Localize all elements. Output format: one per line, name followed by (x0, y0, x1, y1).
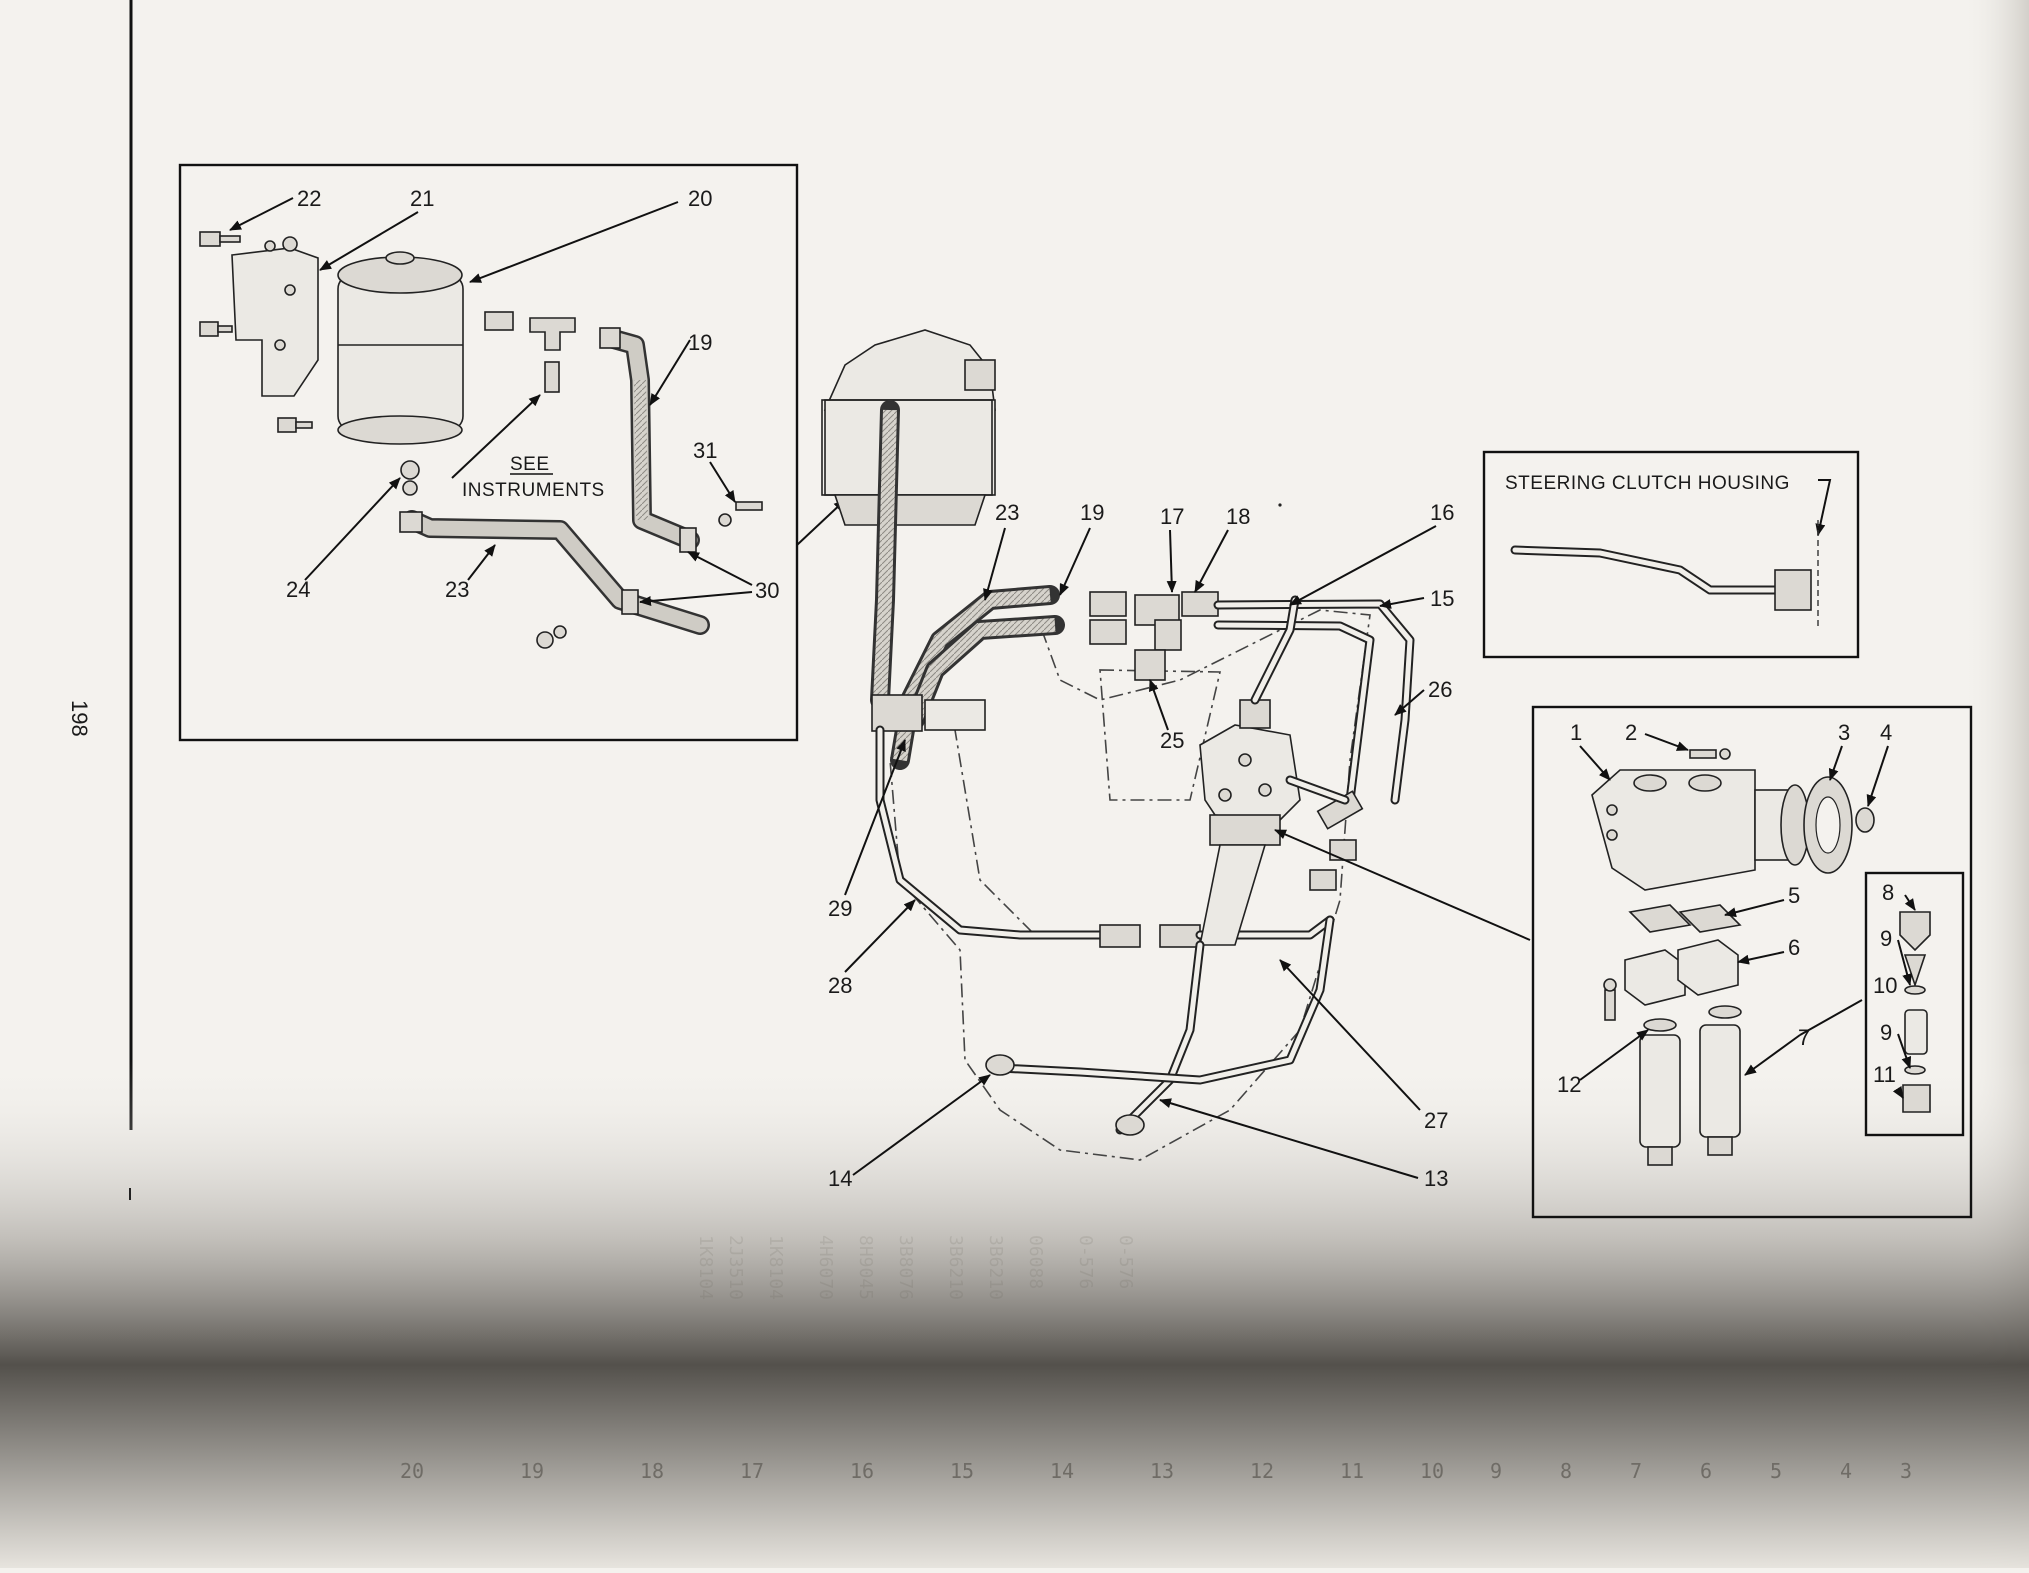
valve-panel-frame (1531, 705, 1973, 1219)
callout-22: 22 (297, 186, 321, 211)
bolt-head (199, 231, 221, 247)
callout-24: 24 (286, 577, 310, 602)
callout-9b: 9 (1880, 1020, 1892, 1045)
svg-text:18: 18 (640, 1459, 664, 1483)
hose-clip (679, 527, 697, 553)
svg-text:12: 12 (1250, 1459, 1274, 1483)
callout-11: 11 (1873, 1062, 1896, 1087)
steering-caption: STEERING CLUTCH HOUSING (1505, 473, 1790, 494)
svg-text:5: 5 (1770, 1459, 1782, 1483)
svg-text:7: 7 (1630, 1459, 1642, 1483)
svg-text:3: 3 (1900, 1459, 1912, 1483)
callout-28: 28 (828, 973, 852, 998)
main-transmission-assembly: 23 19 17 18 16 15 26 25 29 28 27 14 13 (821, 329, 1454, 1191)
upper-filter-body (824, 399, 996, 496)
valve-detail-inset (1864, 871, 1965, 1137)
callout-25: 25 (1160, 728, 1184, 753)
hose-19 (600, 328, 700, 550)
callout-9: 9 (1880, 926, 1892, 951)
callout-19: 19 (688, 330, 712, 355)
svg-text:10: 10 (1420, 1459, 1444, 1483)
callout-26: 26 (1428, 677, 1452, 702)
svg-text:6: 6 (1700, 1459, 1712, 1483)
callout-14: 14 (828, 1166, 852, 1191)
callout-5: 5 (1788, 883, 1800, 908)
callout-7: 7 (1798, 1025, 1810, 1050)
valve-body (1591, 769, 1756, 891)
steering-panel-frame (1482, 450, 1860, 659)
svg-text:8: 8 (1560, 1459, 1572, 1483)
page-number: 198 (67, 700, 92, 737)
filter-assembly-panel: 22 21 20 19 31 24 23 30 SEE INSTRUMENTS (178, 163, 846, 742)
callout-2: 2 (1625, 720, 1637, 745)
callout-6: 6 (1788, 935, 1800, 960)
callout-20: 20 (688, 186, 712, 211)
callout-1: 1 (1570, 720, 1582, 745)
svg-text:4: 4 (1840, 1459, 1852, 1483)
svg-text:9: 9 (1490, 1459, 1502, 1483)
valve-detail-leader (1274, 829, 1531, 941)
elbow-fitting (484, 311, 514, 331)
instruments-caption: INSTRUMENTS (462, 480, 605, 501)
tee-fitting (529, 317, 576, 351)
callout-31: 31 (693, 438, 717, 463)
callout-10: 10 (1873, 973, 1897, 998)
filter-panel-frame (178, 163, 799, 742)
valve-stem (1199, 844, 1267, 946)
valve-block (1199, 724, 1301, 821)
book-gutter-shadow (0, 1060, 2029, 1568)
svg-text:16: 16 (850, 1459, 874, 1483)
callout-29: 29 (828, 896, 852, 921)
svg-text:13: 13 (1150, 1459, 1174, 1483)
callout-17: 17 (1160, 504, 1184, 529)
relief-valve-cartridge (1639, 1034, 1681, 1148)
callout-23: 23 (995, 500, 1019, 525)
svg-text:14: 14 (1050, 1459, 1074, 1483)
valve-seat (1899, 911, 1931, 952)
callout-27: 27 (1424, 1108, 1448, 1133)
callout-23: 23 (445, 577, 469, 602)
callout-8: 8 (1882, 880, 1894, 905)
reversed-bleed-numbers: 20 19 18 17 16 15 14 13 12 11 10 9 8 7 6… (400, 1459, 1912, 1483)
callout-13: 13 (1424, 1166, 1448, 1191)
gasket-plate (1628, 904, 1692, 933)
steering-clutch-panel: STEERING CLUTCH HOUSING (1482, 450, 1860, 659)
callout-12: 12 (1557, 1072, 1581, 1097)
filter-canister (337, 274, 464, 431)
callout-21: 21 (410, 186, 434, 211)
valve-exploded-panel: 1 2 3 4 5 6 7 12 8 9 10 9 11 (1274, 705, 1973, 1219)
callout-4: 4 (1880, 720, 1892, 745)
svg-text:20: 20 (400, 1459, 424, 1483)
valve-spring (1904, 1009, 1928, 1055)
see-caption: SEE (510, 454, 550, 475)
callout-16: 16 (1430, 500, 1454, 525)
hose-clip (621, 589, 639, 615)
svg-text:15: 15 (950, 1459, 974, 1483)
adapter-block (1624, 949, 1686, 1006)
mounting-bracket (231, 247, 319, 397)
svg-text:11: 11 (1340, 1459, 1364, 1483)
svg-text:17: 17 (740, 1459, 764, 1483)
callout-19: 19 (1080, 500, 1104, 525)
callout-18: 18 (1226, 504, 1250, 529)
callout-15: 15 (1430, 586, 1454, 611)
callout-3: 3 (1838, 720, 1850, 745)
callout-30: 30 (755, 578, 779, 603)
svg-text:19: 19 (520, 1459, 544, 1483)
steering-tube (1510, 545, 1785, 595)
